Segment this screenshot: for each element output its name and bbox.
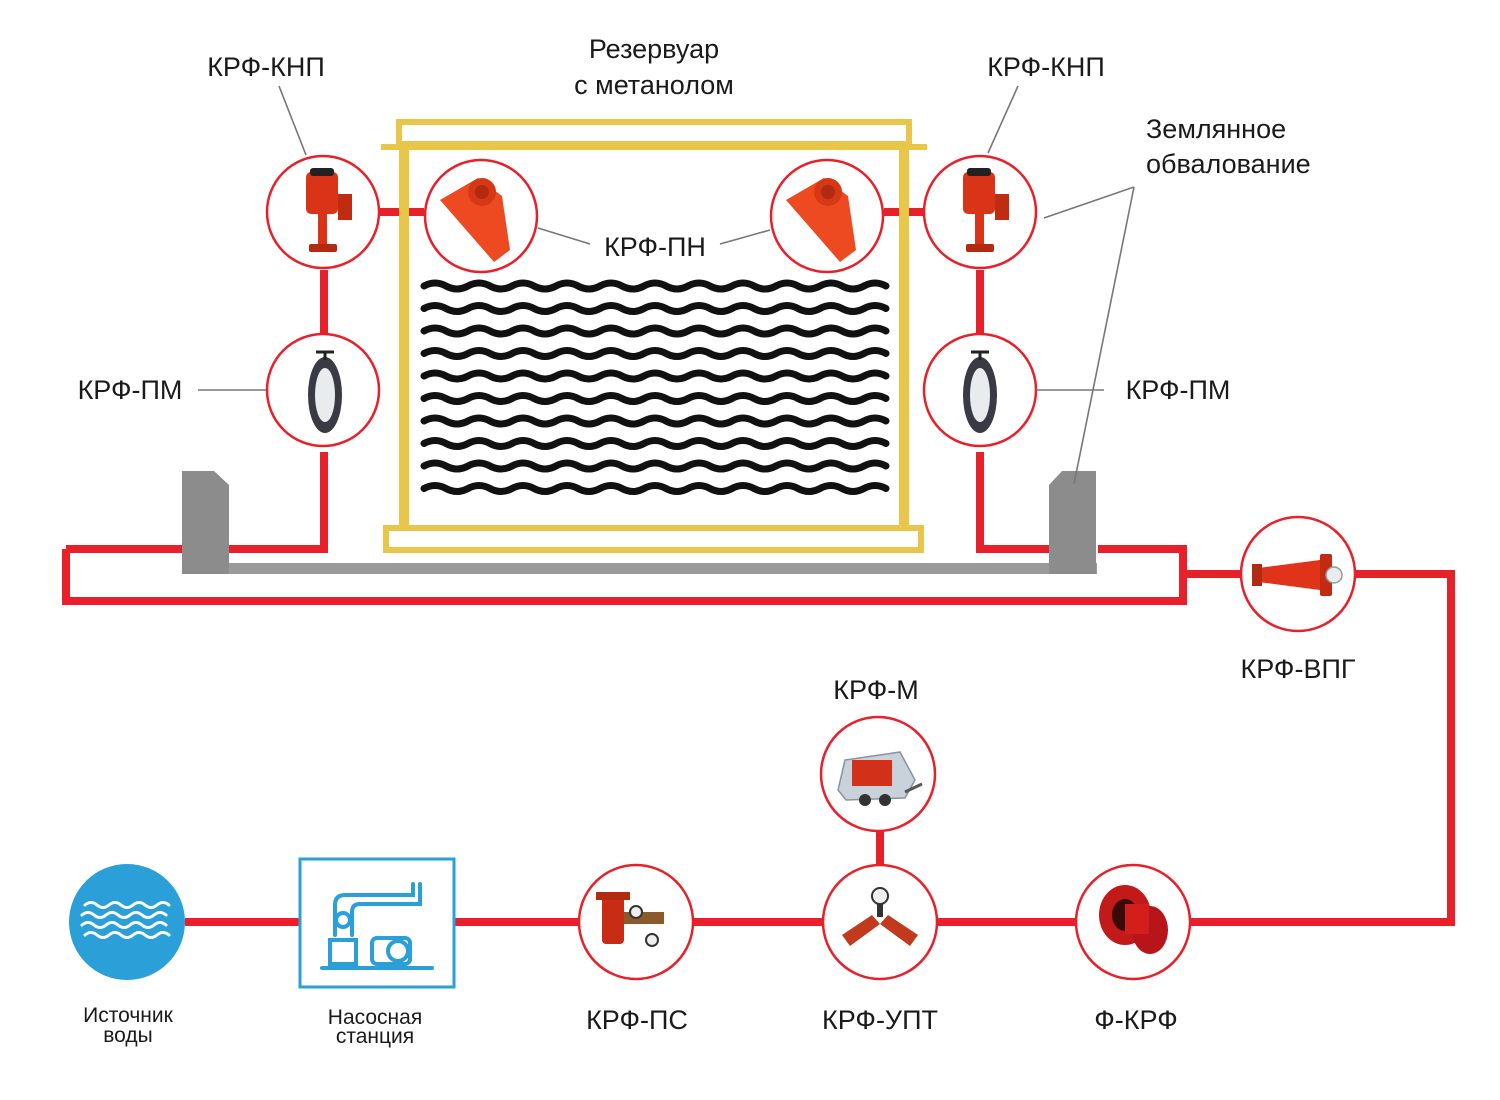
liquid-wave [420,414,890,428]
foam-chamber-icon [440,178,510,262]
foam-chamber-icon [786,178,856,262]
ps-unit[interactable] [577,863,695,981]
liquid-wave [420,459,890,473]
f-krf-label: Ф-КРФ [1094,1005,1177,1035]
ps-label: КРФ-ПС [586,1005,688,1035]
leader-lines [198,85,1135,485]
liquid-wave [420,392,890,405]
liquid-wave [420,347,890,360]
knp-left-label: КРФ-КНП [207,52,325,82]
pm-left-label: КРФ-ПМ [78,375,183,405]
pn-label: КРФ-ПН [604,232,706,262]
methanol-tank [381,119,927,553]
tank-label-line2: с метанолом [574,70,734,100]
pipeline-network [62,208,1455,926]
knp-right-label: КРФ-КНП [987,52,1105,82]
foam-generator-icon [1252,554,1343,596]
methanol-liquid [420,279,890,495]
vpg-unit[interactable] [1239,515,1357,633]
membrane-valve-icon [308,350,342,433]
liquid-wave [420,482,890,495]
pm-left-unit[interactable] [265,332,381,448]
earth-embankment [182,471,1097,574]
water-waves-icon [80,901,171,939]
f-krf-unit[interactable] [1074,863,1192,981]
upt-label: КРФ-УПТ [822,1005,938,1035]
pn-right-unit[interactable] [769,158,885,274]
water-source-unit[interactable] [69,864,185,980]
pump-station-label-line1: Насосная [328,1006,422,1029]
liquid-wave [420,369,890,383]
knp-left-unit[interactable] [265,154,381,270]
knp-right-unit[interactable] [922,154,1038,270]
fire-monitor-icon [306,168,352,252]
m-unit[interactable] [819,715,937,833]
embankment-label-line1: Землянное [1146,114,1286,144]
pump-station-unit[interactable] [298,857,456,989]
fire-monitor-icon [963,168,1009,252]
pump-station-icon [320,882,434,970]
proportioner-icon [596,892,664,947]
liquid-wave [420,324,890,338]
mobile-trailer-icon [837,751,923,806]
liquid-wave [420,279,890,293]
pm-right-label: КРФ-ПМ [1126,375,1231,405]
vpg-label: КРФ-ВПГ [1241,654,1356,684]
membrane-valve-icon [963,350,997,433]
water-source-label-line2: воды [103,1024,153,1047]
pm-right-unit[interactable] [922,332,1038,448]
pn-left-unit[interactable] [423,158,539,274]
labels: Резервуар с метанолом КРФ-КНП КРФ-КНП КР… [78,34,1356,1048]
pump-station-label-line2: станция [336,1025,414,1048]
upt-unit[interactable] [821,863,939,981]
m-label: КРФ-М [833,675,918,705]
embankment-label-line2: обвалование [1146,149,1311,179]
tank-label-line1: Резервуар [589,34,719,64]
liquid-wave [420,437,890,450]
control-unit-icon [842,887,918,946]
liquid-wave [420,302,890,315]
embankment-right-wall [1049,471,1096,574]
flange-filter-icon [1099,885,1168,954]
water-source-label-line1: Источник [83,1004,173,1027]
embankment-left-wall [182,471,229,574]
